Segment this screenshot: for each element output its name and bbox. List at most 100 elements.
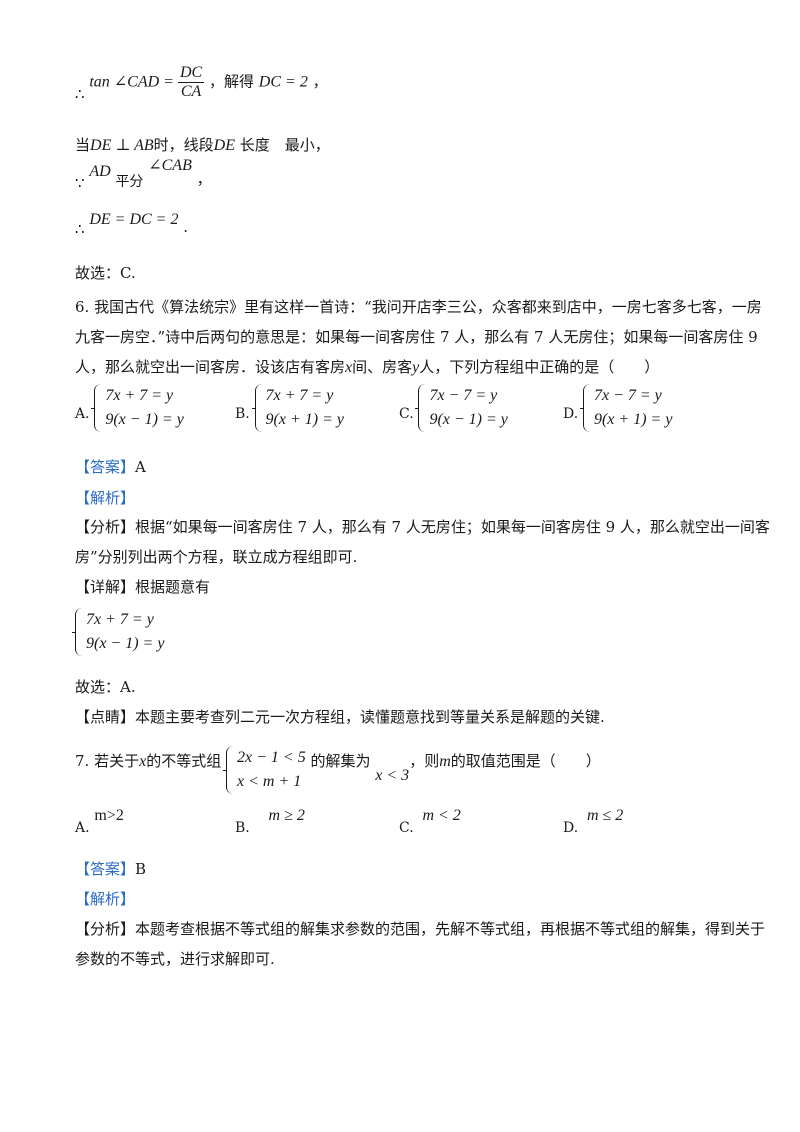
tan-expr: tan ∠CAD = — [89, 73, 178, 91]
q6-line2: 九客一房空．”诗中后两句的意思是：如果每一间客房住 7 人，那么有 7 人无房住… — [75, 328, 758, 346]
equation-row: 7x + 7 = y — [105, 387, 174, 404]
q7-stem: 7. 若关于x的不等式组 2x − 1 < 5 x < m + 1 的解集为 x… — [75, 738, 601, 794]
option-label: B. — [235, 820, 250, 836]
solve-text: ，解得 — [209, 72, 255, 91]
fenxi-tag: 【分析】 — [75, 518, 136, 536]
line-ad-bisect: ∵ AD 平分 ∠CAB ， — [75, 157, 212, 192]
period: . — [183, 218, 189, 236]
solution-set: x < 3 — [375, 767, 410, 784]
equation-row: 9(x − 1) = y — [86, 635, 165, 652]
text: 7. 若关于 — [75, 752, 140, 770]
fraction-dc-ca: DC CA — [177, 64, 205, 101]
option-label: D. — [563, 820, 579, 836]
q6-option-d: D. 7x − 7 = y 9(x + 1) = y — [563, 384, 672, 432]
q6-option-c: C. 7x − 7 = y 9(x − 1) = y — [399, 384, 508, 432]
answer-value: A — [135, 458, 146, 476]
option-expr: m < 2 — [422, 807, 461, 824]
q6-line1: 6. 我国古代《算法统宗》里有这样一首诗：“我问开店李三公，众客都来到店中，一房… — [75, 298, 762, 316]
var-x: x — [345, 359, 353, 376]
q6-choose: 故选：A. — [75, 678, 136, 696]
equation-row: 7x + 7 = y — [265, 387, 334, 404]
math-de-eq-dc: DE = DC = 2 — [89, 211, 179, 228]
q7-fenxi-line1: 【分析】本题考查根据不等式组的解集求参数的范围，先解不等式组，再根据不等式组的解… — [75, 918, 765, 939]
math-angle-cab: ∠CAB — [148, 157, 192, 174]
text: 的取值范围是（ ） — [450, 752, 601, 770]
text: 长度 最小， — [235, 136, 330, 154]
dianjing-tag: 【点睛】 — [75, 708, 136, 726]
q6-fenxi-line2: 房”分别列出两个方程，联立成方程组即可. — [75, 548, 358, 566]
q7-analysis-tag: 【解析】 — [75, 890, 136, 908]
q7-option-b: B. m ≥ 2 — [235, 806, 305, 836]
option-label: A. — [75, 406, 90, 422]
q6-detail: 【详解】根据题意有 — [75, 576, 210, 597]
option-label: D. — [563, 406, 579, 422]
equation-row: 9(x − 1) = y — [429, 411, 508, 428]
inequality-system: 2x − 1 < 5 x < m + 1 — [223, 746, 306, 794]
equation-system: 7x − 7 = y 9(x − 1) = y — [415, 384, 508, 432]
fenxi-text: 本题考查根据不等式组的解集求参数的范围，先解不等式组，再根据不等式组的解集，得到… — [135, 920, 766, 938]
inequality-row: x < m + 1 — [237, 773, 302, 790]
inequality-row: 2x − 1 < 5 — [237, 749, 306, 766]
var-x: x — [139, 753, 147, 770]
text: 人，下列方程组中正确的是（ ） — [419, 358, 660, 376]
answer-tag: 【答案】 — [75, 860, 136, 878]
equation-system: 7x + 7 = y 9(x − 1) = y — [71, 608, 165, 656]
q7-answer: 【答案】B — [75, 858, 146, 879]
comma: ， — [312, 72, 328, 91]
line-de-dc: ∴ DE = DC = 2 . — [75, 210, 188, 238]
choose-c: 故选：C. — [75, 264, 136, 282]
therefore-symbol: ∴ — [75, 84, 85, 103]
option-label: A. — [75, 820, 90, 836]
text: 人，那么就空出一间客房．设该店有客房 — [75, 358, 346, 376]
option-label: B. — [235, 406, 250, 422]
equation-row: 7x + 7 = y — [86, 611, 154, 628]
var-m: m — [439, 753, 451, 770]
equation-system: 7x − 7 = y 9(x + 1) = y — [579, 384, 673, 432]
text: 时，线段 — [153, 136, 214, 154]
text-bisect: 平分 — [115, 174, 144, 190]
text: 间、房客 — [352, 358, 413, 376]
equation-row: 9(x − 1) = y — [105, 411, 184, 428]
equation-system: 7x + 7 = y 9(x − 1) = y — [91, 384, 184, 432]
detail-text: 根据题意有 — [135, 578, 211, 596]
q7-option-a: A. m>2 — [75, 806, 124, 836]
equation-row: 7x − 7 = y — [593, 387, 662, 404]
option-label: C. — [399, 406, 414, 422]
fraction-numerator: DC — [177, 64, 205, 83]
q6-line3: 人，那么就空出一间客房．设该店有客房x间、房客y人，下列方程组中正确的是（ ） — [75, 356, 659, 377]
text: 的不等式组 — [146, 752, 222, 770]
math-de: DE — [213, 137, 235, 154]
option-expr: m ≥ 2 — [268, 807, 305, 824]
q7-fenxi-line2: 参数的不等式，进行求解即可. — [75, 950, 275, 968]
q6-option-a: A. 7x + 7 = y 9(x − 1) = y — [75, 384, 184, 432]
q6-answer: 【答案】A — [75, 456, 146, 477]
equation-system: 7x + 7 = y 9(x + 1) = y — [251, 384, 344, 432]
equation-row: 9(x + 1) = y — [593, 411, 673, 428]
equation-row: 9(x + 1) = y — [265, 411, 344, 428]
q6-solution-system: 7x + 7 = y 9(x − 1) = y — [71, 608, 165, 656]
therefore-symbol: ∴ — [75, 220, 85, 238]
q6-analysis-tag: 【解析】 — [75, 489, 136, 507]
text: ，则 — [409, 752, 440, 770]
q6-dianjing: 【点睛】本题主要考查列二元一次方程组，读懂题意找到等量关系是解题的关键. — [75, 706, 605, 727]
q7-option-d: D. m ≤ 2 — [563, 806, 624, 836]
equation-row: 7x − 7 = y — [429, 387, 498, 404]
option-expr: m ≤ 2 — [586, 807, 624, 824]
fraction-denominator: CA — [180, 83, 202, 100]
q6-option-b: B. 7x + 7 = y 9(x + 1) = y — [235, 384, 344, 432]
fenxi-text: 根据“如果每一间客房住 7 人，那么有 7 人无房住；如果每一间客房住 9 人，… — [135, 518, 770, 536]
text: 当 — [75, 136, 91, 154]
text: 的解集为 — [310, 752, 371, 770]
fenxi-tag: 【分析】 — [75, 920, 136, 938]
math-ad: AD — [89, 163, 111, 180]
var-y: y — [412, 359, 420, 376]
option-expr: m>2 — [94, 807, 124, 824]
dc-result: DC = 2 — [258, 73, 308, 91]
q7-option-c: C. m < 2 — [399, 806, 461, 836]
q6-fenxi-line1: 【分析】根据“如果每一间客房住 7 人，那么有 7 人无房住；如果每一间客房住 … — [75, 516, 770, 537]
answer-tag: 【答案】 — [75, 458, 136, 476]
answer-value: B — [135, 860, 147, 878]
because-symbol: ∵ — [75, 174, 85, 192]
line-de-perp: 当DE ⊥ AB时，线段DE 长度 最小， — [75, 134, 330, 155]
dianjing-text: 本题主要考查列二元一次方程组，读懂题意找到等量关系是解题的关键. — [135, 708, 605, 726]
